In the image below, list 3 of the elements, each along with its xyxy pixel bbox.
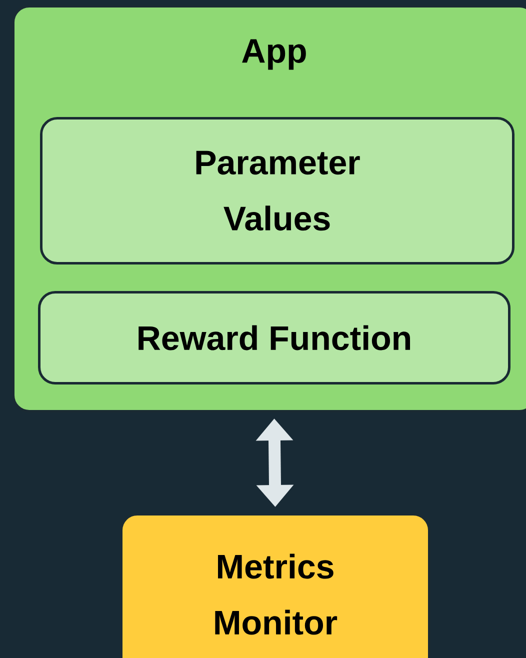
component-box: Reward Function	[38, 291, 510, 384]
component-box: Parameter Values	[40, 117, 514, 264]
monitor-box: Metrics Monitor	[120, 513, 430, 658]
